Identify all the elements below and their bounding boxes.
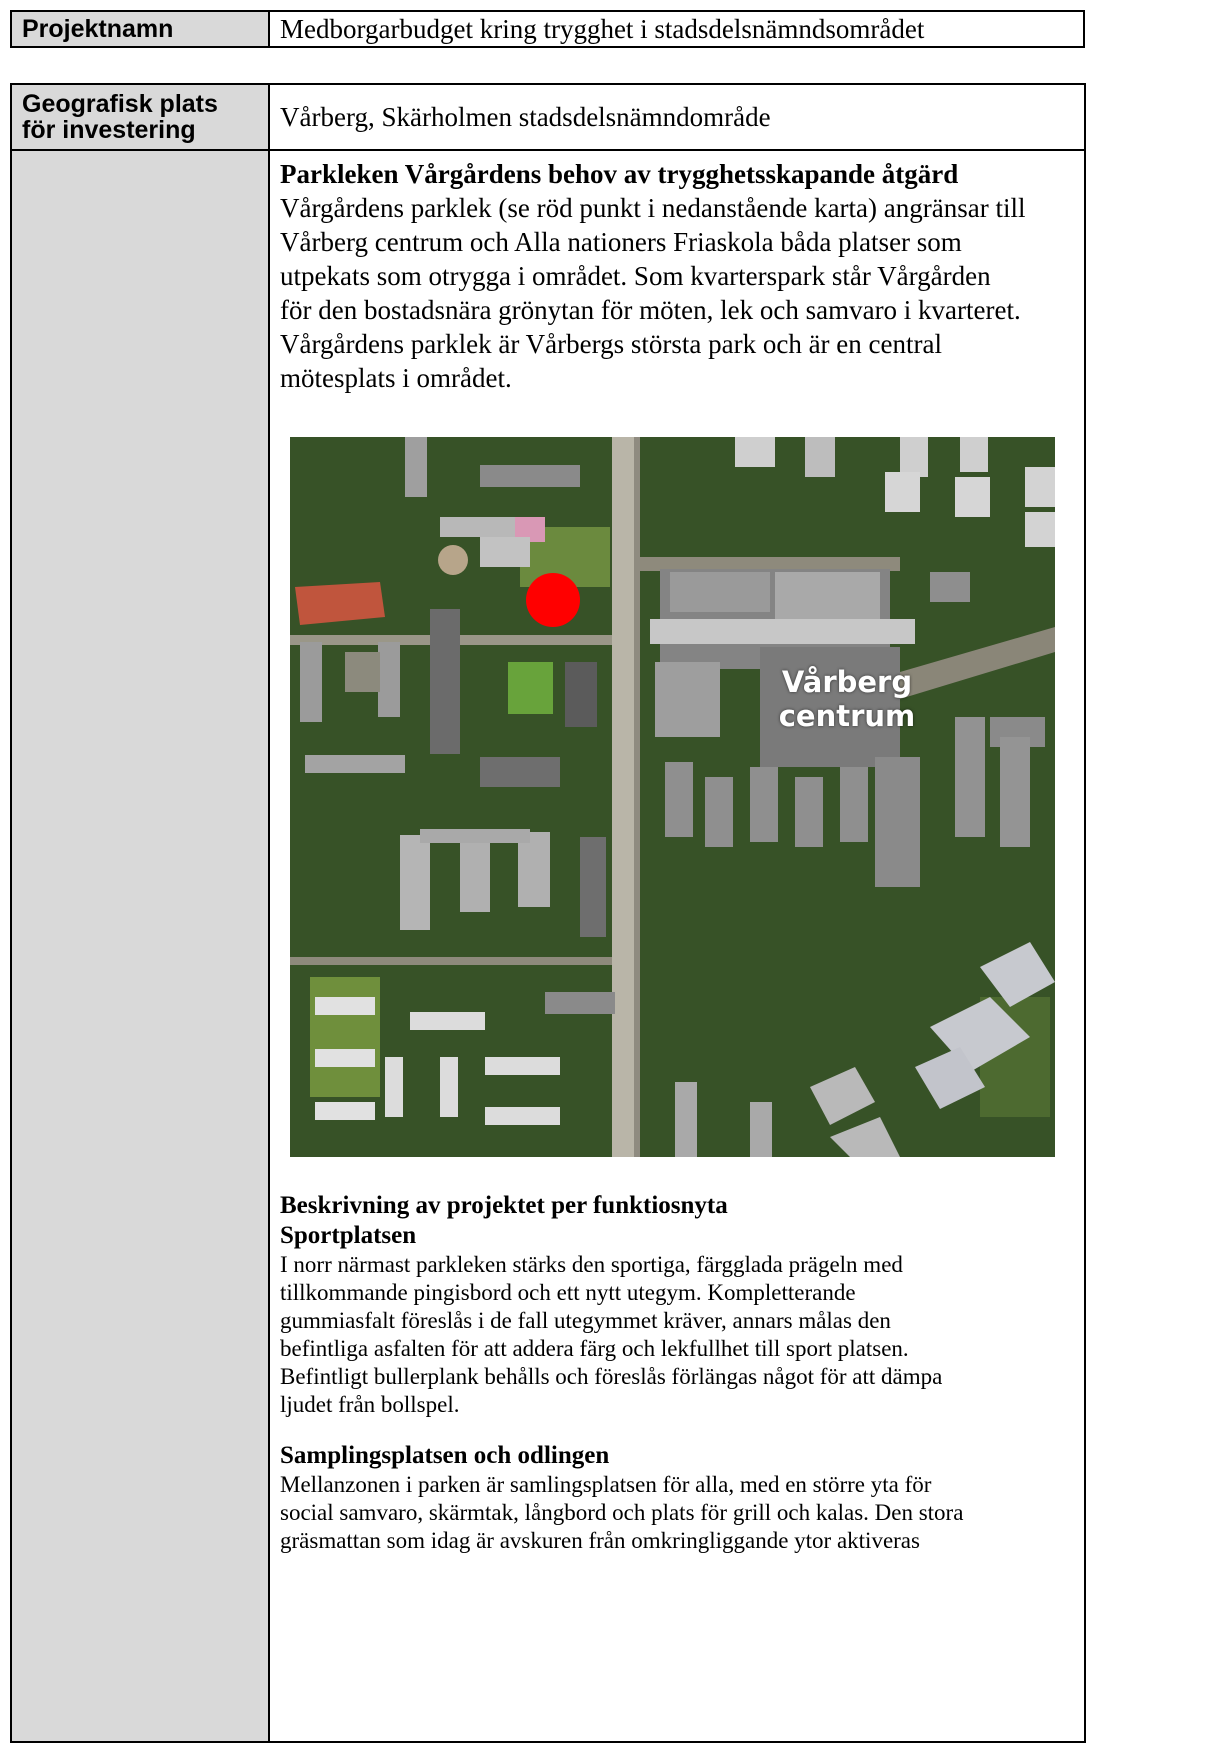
samplingsplatsen-paragraph: Mellanzonen i parken är samlingsplatsen … bbox=[280, 1471, 1084, 1555]
section-heading-park-need: Parkleken Vårgårdens behov av trygghetss… bbox=[280, 159, 959, 189]
intro-paragraph: Vårgårdens parklek (se röd punkt i nedan… bbox=[280, 191, 1084, 395]
sportplatsen-paragraph: I norr närmast parkleken stärks den spor… bbox=[280, 1251, 1084, 1419]
intro-line: Vårgårdens parklek är Vårbergs största p… bbox=[280, 329, 942, 359]
intro-line: Vårberg centrum och Alla nationers Frias… bbox=[280, 227, 962, 257]
map-label-varberg-centrum: Vårberg centrum bbox=[772, 665, 922, 733]
intro-line: utpekats som otrygga i området. Som kvar… bbox=[280, 261, 991, 291]
intro-line: Vårgårdens parklek (se röd punkt i nedan… bbox=[280, 193, 1026, 223]
paragraph-line: Befintligt bullerplank behålls och föres… bbox=[280, 1364, 943, 1389]
intro-line: för den bostadsnära grönytan för möten, … bbox=[280, 295, 1021, 325]
location-label: Geografisk plats för investering bbox=[10, 83, 270, 151]
description-label-cell bbox=[10, 149, 270, 1743]
project-name-label: Projektnamn bbox=[10, 10, 270, 48]
location-label-line2: för investering bbox=[22, 116, 196, 144]
subheading-sportplatsen: Sportplatsen bbox=[280, 1222, 417, 1249]
description-cell: Parkleken Vårgårdens behov av trygghetss… bbox=[268, 149, 1086, 1743]
map-label-line2: centrum bbox=[778, 699, 916, 733]
paragraph-line: I norr närmast parkleken stärks den spor… bbox=[280, 1252, 903, 1277]
aerial-map: Vårberg centrum bbox=[290, 437, 1055, 1157]
intro-line: mötesplats i området. bbox=[280, 363, 512, 393]
paragraph-line: ljudet från bollspel. bbox=[280, 1392, 460, 1417]
project-name-table: Projektnamn Medborgarbudget kring tryggh… bbox=[10, 10, 1085, 48]
project-name-value: Medborgarbudget kring trygghet i stadsde… bbox=[268, 10, 1085, 48]
section-heading-description: Beskrivning av projektet per funktiosnyt… bbox=[280, 1192, 728, 1219]
location-value: Vårberg, Skärholmen stadsdelsnämndområde bbox=[268, 83, 1086, 151]
paragraph-line: social samvaro, skärmtak, långbord och p… bbox=[280, 1500, 964, 1525]
paragraph-line: befintliga asfalten för att addera färg … bbox=[280, 1336, 909, 1361]
subheading-samplingsplatsen: Samplingsplatsen och odlingen bbox=[280, 1442, 610, 1469]
project-details-table: Geografisk plats för investering Vårberg… bbox=[10, 83, 1086, 1743]
aerial-photo bbox=[290, 437, 1055, 1157]
paragraph-line: Mellanzonen i parken är samlingsplatsen … bbox=[280, 1472, 932, 1497]
paragraph-line: gummiasfalt föreslås i de fall utegymmet… bbox=[280, 1308, 891, 1333]
location-label-line1: Geografisk plats bbox=[22, 90, 218, 118]
map-label-line1: Vårberg bbox=[781, 665, 913, 699]
park-location-marker bbox=[526, 573, 580, 627]
paragraph-line: tillkommande pingisbord och ett nytt ute… bbox=[280, 1280, 856, 1305]
paragraph-line: gräsmattan som idag är avskuren från omk… bbox=[280, 1528, 920, 1553]
